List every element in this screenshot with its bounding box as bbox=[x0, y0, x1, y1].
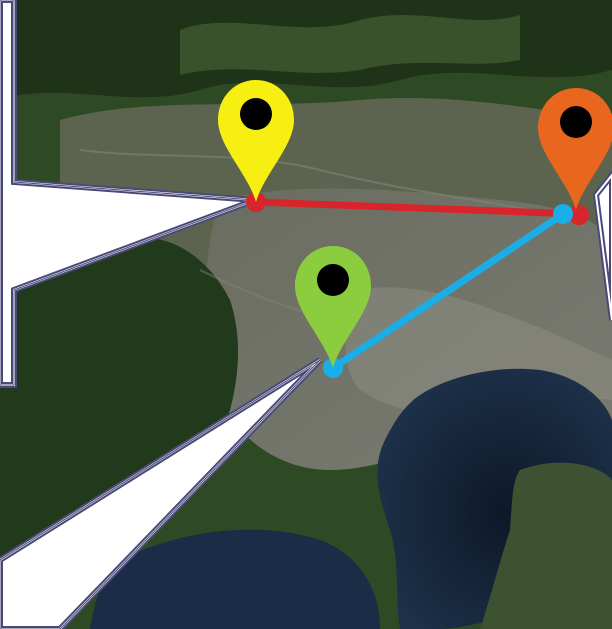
orange-blue-route-dot[interactable] bbox=[553, 204, 573, 224]
river bbox=[79, 149, 561, 216]
orange-map-pin-icon[interactable] bbox=[538, 88, 612, 210]
yellow-map-pin-icon[interactable] bbox=[218, 80, 294, 202]
callout-orange bbox=[592, 170, 612, 321]
blue-route-line[interactable] bbox=[329, 210, 567, 372]
red-route-line[interactable] bbox=[252, 198, 583, 218]
callout-green bbox=[0, 357, 323, 629]
river bbox=[199, 269, 381, 331]
green-map-pin-icon[interactable] bbox=[295, 246, 371, 368]
southern-sea bbox=[90, 529, 380, 629]
eastern-peninsula bbox=[480, 462, 612, 629]
orange-location-dot[interactable] bbox=[569, 205, 589, 225]
mountain-ridge bbox=[180, 15, 520, 75]
callout-yellow bbox=[0, 0, 257, 388]
